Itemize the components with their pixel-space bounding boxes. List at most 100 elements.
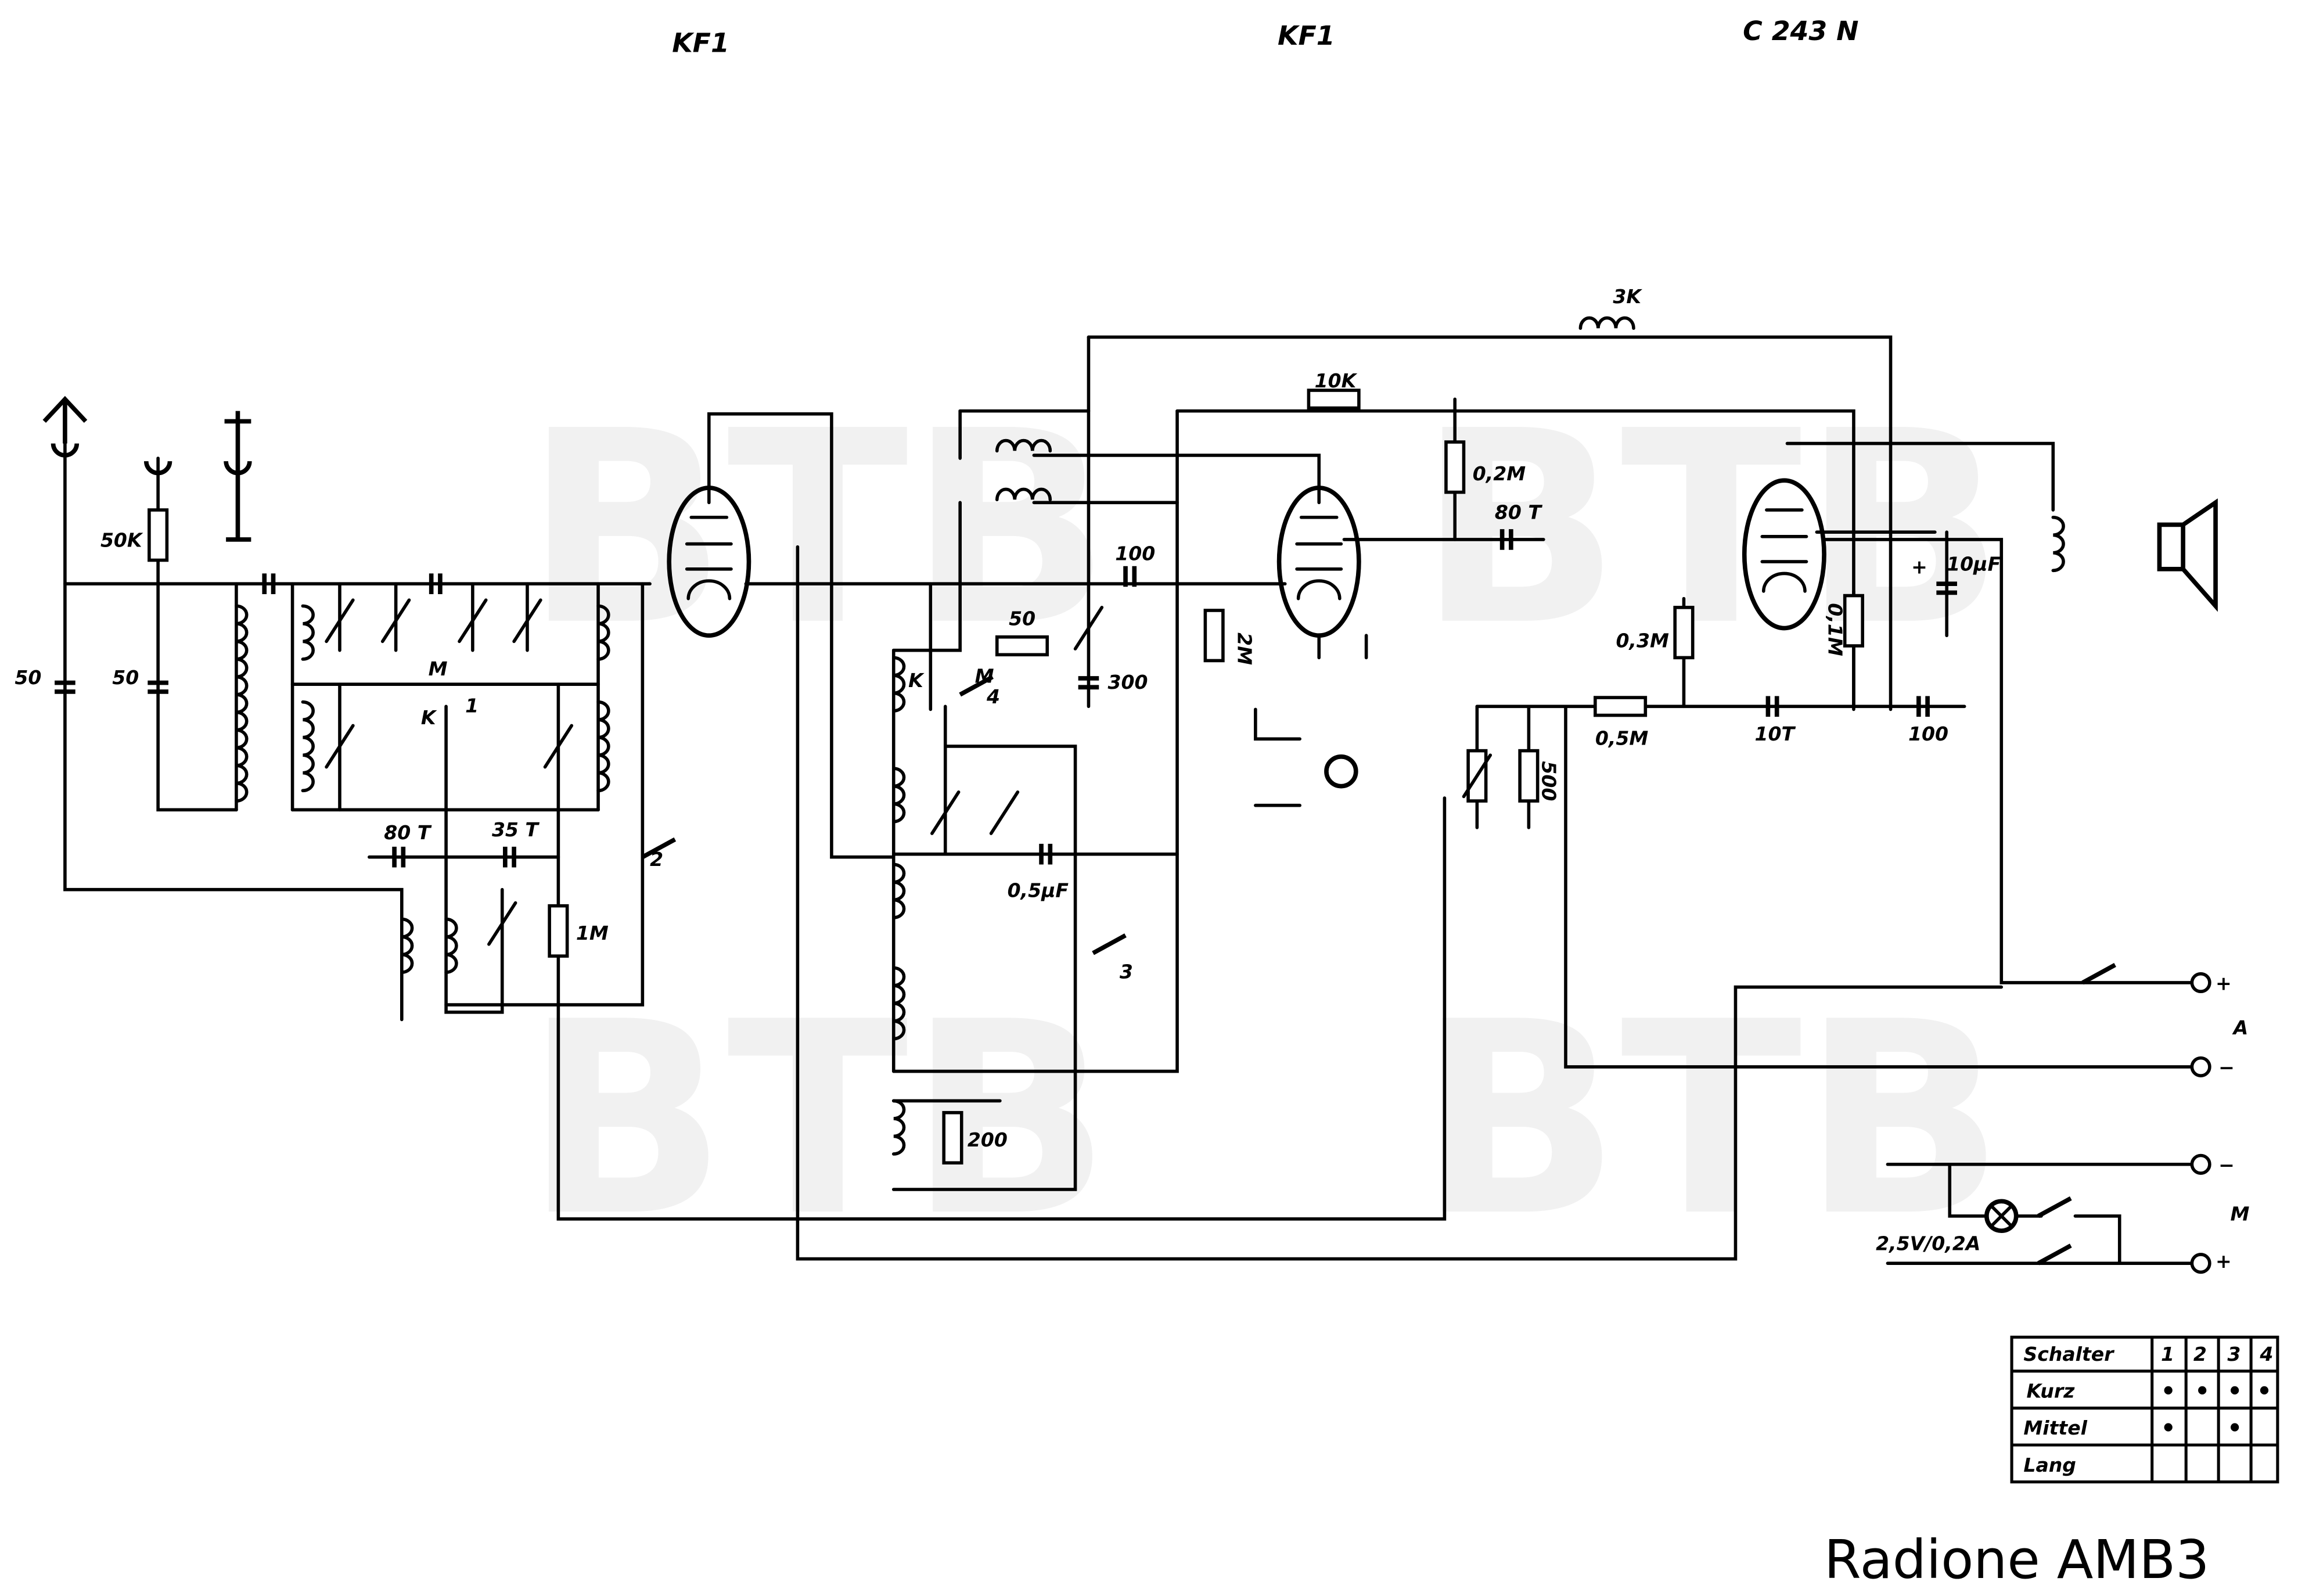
table-dot <box>2230 1423 2239 1432</box>
coil <box>301 700 315 793</box>
label-300: 300 <box>1108 671 1148 693</box>
capacitor <box>503 846 516 868</box>
resistor <box>148 508 169 562</box>
label-80t: 80 T <box>1495 501 1542 523</box>
terminal <box>2190 1056 2211 1077</box>
switch-contact <box>2037 1196 2072 1218</box>
capacitor <box>1123 566 1137 587</box>
coil <box>891 862 906 919</box>
variable-capacitor-arrow <box>1462 753 1493 799</box>
capacitor <box>1039 843 1053 865</box>
variable-capacitor-arrow <box>380 598 411 644</box>
watermark: BTB <box>1418 374 2005 684</box>
table-header-1: 1 <box>2161 1343 2174 1365</box>
label-switch-4: 4 <box>986 685 1000 708</box>
wire <box>1948 1162 1988 1218</box>
wire <box>943 704 1179 856</box>
coil <box>596 604 610 661</box>
coil <box>891 656 906 713</box>
wire <box>796 545 2004 1261</box>
antenna-icon <box>42 396 88 458</box>
antenna-coil <box>235 604 249 803</box>
label-c50: 50 <box>15 666 41 689</box>
resistor <box>1203 609 1225 663</box>
label-100: 100 <box>1115 542 1155 565</box>
resistor <box>1518 749 1540 803</box>
lamp-icon <box>1984 1199 2019 1234</box>
label-switch-m: M <box>975 665 994 688</box>
coil <box>596 700 610 793</box>
table-dot <box>2164 1423 2173 1432</box>
tube-envelope <box>1276 486 1361 638</box>
wire <box>2073 1214 2121 1265</box>
label-switch-k: K <box>908 669 925 692</box>
label-80t: 80 T <box>384 821 431 844</box>
capacitor <box>392 846 406 868</box>
coil <box>891 1099 906 1156</box>
output-transformer <box>2051 515 2065 573</box>
choke-3k <box>1578 316 1635 330</box>
terminal <box>2190 972 2211 993</box>
coil <box>891 767 906 824</box>
variable-capacitor-arrow <box>543 724 574 769</box>
tube-label-3: C 243 N <box>1743 16 1858 46</box>
label-05uf: 0,5µF <box>1008 879 1069 901</box>
coil <box>301 604 315 661</box>
components <box>42 316 2218 1274</box>
ground-socket-icon <box>224 411 252 542</box>
capacitor <box>148 680 168 694</box>
label-10k: 10K <box>1315 369 1358 392</box>
terminal-m-plus: + <box>2216 1250 2232 1273</box>
capacitor <box>55 680 75 694</box>
label-plus: + <box>1911 555 1927 578</box>
wire <box>1564 704 2203 1069</box>
terminal <box>2190 1253 2211 1274</box>
switch-contact <box>641 837 677 860</box>
table-row-lang: Lang <box>2023 1454 2076 1476</box>
socket-icon <box>143 461 172 476</box>
label-switch-1: 1 <box>465 694 479 717</box>
variable-capacitor-arrow <box>325 724 355 769</box>
terminal <box>2190 1153 2211 1175</box>
terminal-a-minus: − <box>2218 1056 2235 1079</box>
switch-contact <box>1092 933 1127 955</box>
label-200: 200 <box>968 1128 1008 1151</box>
resistor <box>548 904 569 958</box>
resistor <box>942 1110 963 1165</box>
switch-table: Schalter 1 2 3 4 Kurz Mittel Lang <box>2010 1335 2279 1484</box>
tube-envelope <box>1742 478 1826 631</box>
wire <box>444 582 645 1007</box>
resistor <box>1843 594 1864 648</box>
label-switch-2: 2 <box>650 848 663 871</box>
lamp-rating: 2,5V/0,2A <box>1876 1232 1980 1254</box>
capacitor <box>262 573 276 595</box>
wire <box>707 412 896 859</box>
wires <box>63 335 2203 1265</box>
wire <box>1785 441 2055 512</box>
table-header-schalter: Schalter <box>2023 1343 2115 1365</box>
label-10uf: 10µF <box>1947 552 2001 575</box>
coil <box>444 917 458 974</box>
label-01m: 0,1M <box>1824 603 1847 656</box>
label-2m: 2M <box>1233 632 1256 665</box>
variable-capacitor-arrow <box>1073 606 1104 650</box>
wire <box>891 745 1077 1191</box>
lamp-icon <box>1989 1204 2013 1228</box>
label-1m: 1M <box>576 922 609 944</box>
label-c50: 50 <box>112 666 139 689</box>
tube-electrodes <box>1295 515 1343 601</box>
wire <box>1087 335 1893 711</box>
resistor <box>1307 389 1361 410</box>
coil <box>400 917 414 974</box>
label-switch-3: 3 <box>1120 960 1133 983</box>
resistor <box>995 635 1049 657</box>
switch-contact <box>2081 963 2116 985</box>
table-dot <box>2260 1386 2269 1395</box>
tube-electrodes <box>1760 508 1808 593</box>
label-35t: 35 T <box>492 818 540 841</box>
terminal-a-label: A <box>2232 1016 2249 1039</box>
table-dot <box>2198 1386 2207 1395</box>
coil <box>995 438 1052 453</box>
wire <box>1254 707 1301 741</box>
wire <box>1822 538 2203 984</box>
